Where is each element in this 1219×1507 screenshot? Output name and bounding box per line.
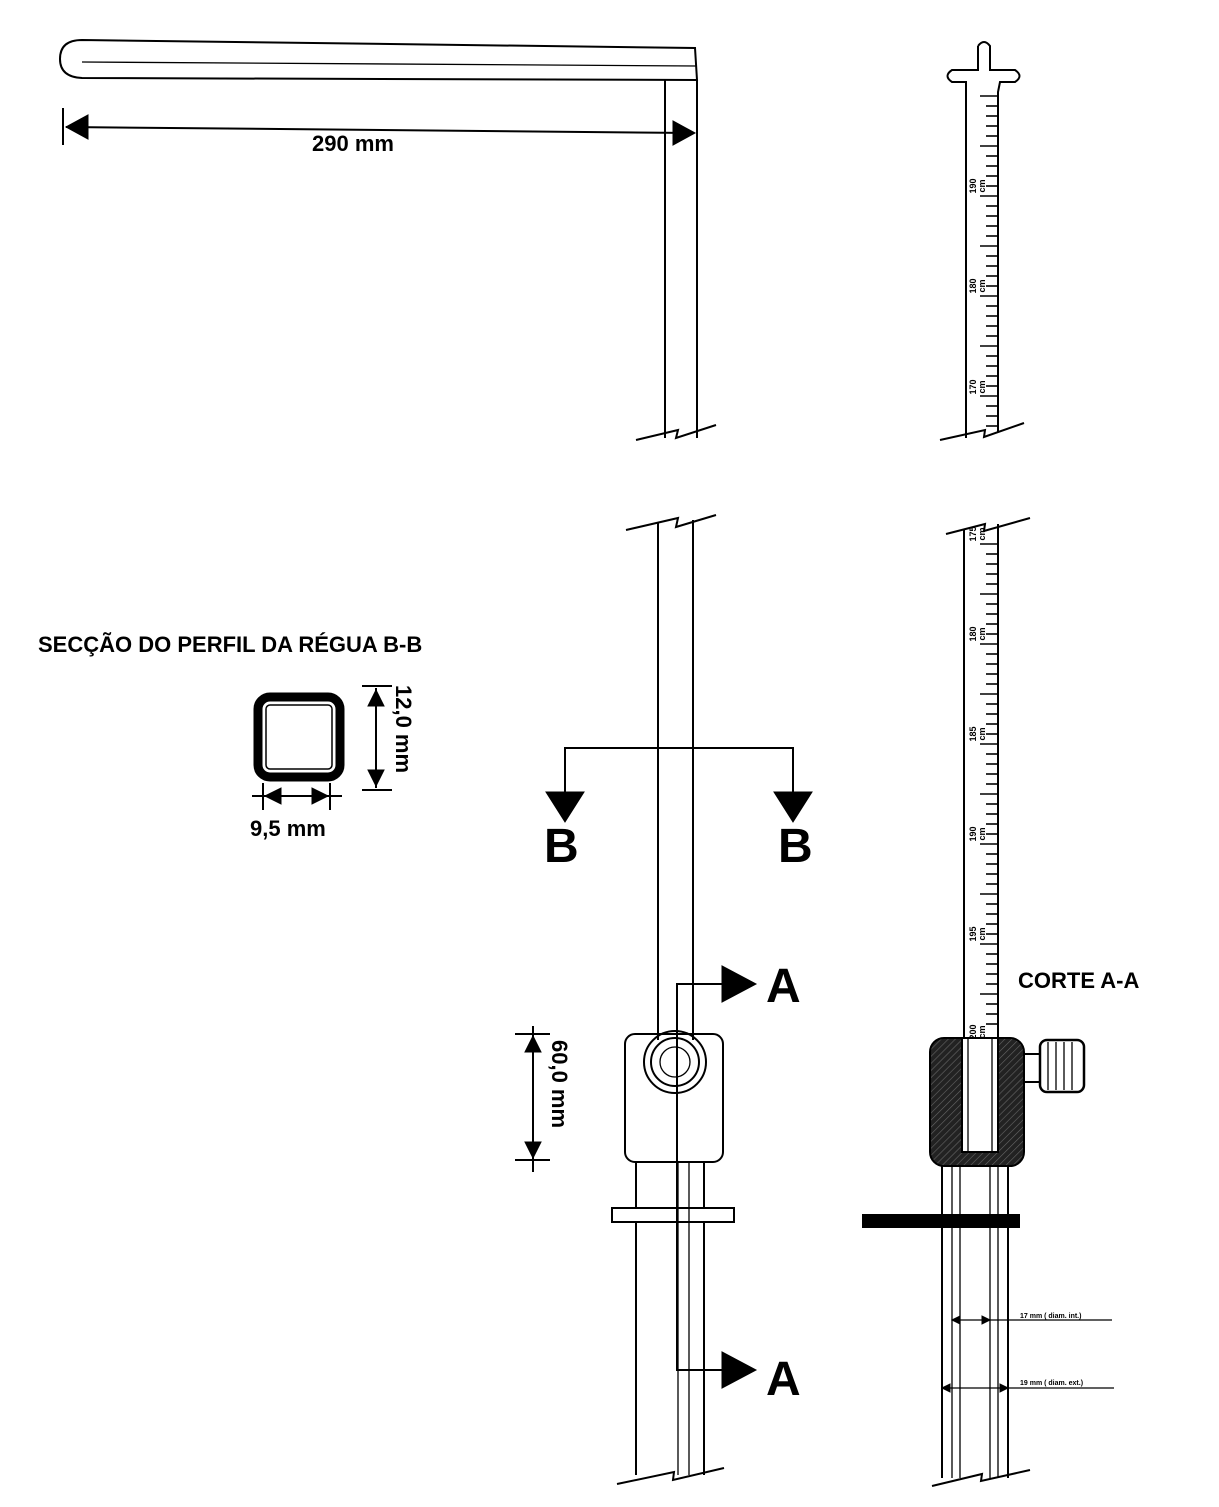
scale-unit-190: cm [977,179,987,192]
section-marker-b-left: B [544,820,579,873]
scale-label-180-lower: 180 [968,626,978,641]
scale-unit-180: cm [977,279,987,292]
scale-unit-170: cm [977,380,987,393]
scale-unit-180-lower: cm [977,627,987,640]
scale-label-170: 170 [968,379,978,394]
rod-lower-view [611,514,735,1485]
section-aa: CORTE A-A [945,517,1140,1038]
profile-section-inner [265,704,333,770]
scale-label-185: 185 [968,726,978,741]
cut-line-aa: A A [676,960,801,1406]
section-marker-a-bottom: A [766,1353,801,1406]
cursor-height-label: 60,0 mm [547,1040,572,1128]
scale-ticks-lower [980,543,998,1025]
diameter-callouts: 17 mm ( diam. int.) 19 mm ( diam. ext.) [940,1313,1114,1393]
section-height-label: 12,0 mm [391,685,416,773]
section-width-label: 9,5 mm [250,816,326,841]
scale-unit-175: cm [977,527,987,540]
cursor-block [624,1033,724,1163]
length-dimension: 290 mm [62,108,697,156]
scale-ticks-upper [980,95,998,427]
scale-unit-185: cm [977,727,987,740]
scale-label-190: 190 [968,178,978,193]
scale-unit-200: cm [977,1025,987,1038]
head-bar-side-view [58,38,717,441]
cursor-dimension: 60,0 mm [515,1026,572,1172]
scale-unit-195: cm [977,927,987,940]
scale-label-175: 175 [968,526,978,541]
stopper-plate [611,1207,735,1223]
section-bb: SECÇÃO DO PERFIL DA RÉGUA B-B 12,0 mm 9,… [38,632,422,841]
section-marker-a-top: A [766,960,801,1013]
locking-screw [1023,1038,1086,1094]
length-label: 290 mm [312,131,394,156]
cut-title: CORTE A-A [1018,968,1140,993]
scale-unit-190-lower: cm [977,827,987,840]
section-marker-b-right: B [778,820,813,873]
scale-label-180: 180 [968,278,978,293]
outer-diameter-label: 19 mm ( diam. ext.) [1020,1380,1083,1387]
profile-section-outer [253,692,345,782]
inner-diameter-label: 17 mm ( diam. int.) [1020,1313,1081,1320]
cut-line-bb: B B [544,747,813,873]
scale-top-view [939,41,1025,441]
cursor-section-aa [862,1037,1086,1487]
stopper-plate-section [862,1214,1020,1228]
scale-label-195: 195 [968,926,978,941]
scale-label-190-lower: 190 [968,826,978,841]
scale-labels-lower: 175 cm 180 cm 185 cm 190 cm 195 cm 200 c… [968,526,987,1039]
section-title: SECÇÃO DO PERFIL DA RÉGUA B-B [38,632,422,657]
scale-label-200: 200 [968,1024,978,1039]
scale-labels-upper: 190 cm 180 cm 170 cm [968,178,987,394]
